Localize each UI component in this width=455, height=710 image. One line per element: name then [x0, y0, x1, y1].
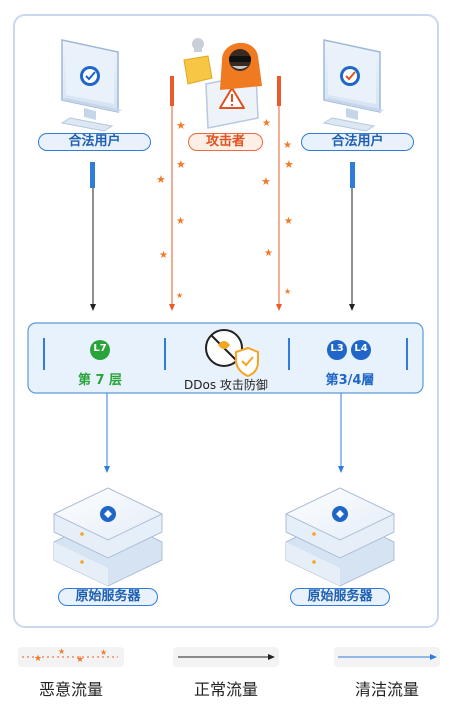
ddos-defense-label: DDos 攻击防御 [184, 378, 268, 392]
attacker-icon [183, 38, 262, 129]
legit-user-label: 合法用户 [38, 133, 151, 151]
malicious-particles: ★ ★ ★ ★ ★ ★ ★ ★ ★ ★ ★ ★ ★ [156, 118, 294, 300]
svg-text:★: ★ [284, 216, 293, 227]
svg-text:★: ★ [176, 158, 186, 171]
user-traffic-bar [90, 162, 95, 188]
server-icon [52, 487, 164, 587]
layer3-badge-text: L3 [330, 343, 344, 354]
layer7-label: 第 7 层 [77, 373, 123, 388]
attacker-label: 攻击者 [188, 133, 263, 151]
user-computer-icon [322, 39, 384, 132]
legend-clean-label: 清洁流量 [354, 680, 419, 699]
svg-text:★: ★ [58, 647, 65, 656]
user-traffic-bar [350, 162, 355, 188]
legend-clean-swatch [334, 647, 440, 667]
legend-malicious-swatch: ★ ★ ★ ★ [18, 647, 124, 667]
legit-user-label: 合法用户 [301, 133, 414, 151]
origin-server-label: 原始服务器 [290, 588, 390, 606]
legend-normal-label: 正常流量 [193, 680, 258, 699]
layer7-badge-icon [90, 340, 110, 360]
layer3-badge-icon [327, 340, 347, 360]
svg-text:★: ★ [284, 158, 294, 171]
layer4-badge-text: L4 [354, 343, 368, 354]
legend-malicious-label: 恶意流量 [38, 680, 103, 699]
svg-text:★: ★ [176, 216, 185, 227]
svg-text:★: ★ [283, 140, 292, 151]
legend-normal-swatch [173, 647, 279, 667]
ddos-shield-icon [205, 329, 259, 378]
svg-text:★: ★ [76, 655, 84, 665]
svg-text:★: ★ [284, 287, 291, 296]
server-icon [284, 487, 396, 587]
svg-text:★: ★ [100, 648, 107, 657]
svg-text:★: ★ [176, 291, 183, 300]
svg-text:★: ★ [261, 175, 271, 188]
layer34-label: 第3/4層 [325, 373, 375, 388]
layer7-badge-text: L7 [93, 343, 107, 354]
svg-text:★: ★ [264, 248, 273, 259]
user-computer-icon [60, 39, 122, 132]
origin-server-label: 原始服务器 [58, 588, 158, 606]
svg-text:★: ★ [156, 173, 166, 186]
svg-text:★: ★ [176, 119, 186, 132]
svg-text:★: ★ [262, 118, 271, 129]
attack-traffic-bar [170, 76, 174, 106]
svg-text:★: ★ [159, 250, 168, 261]
layer4-badge-icon [351, 340, 371, 360]
svg-text:★: ★ [34, 654, 42, 664]
attack-traffic-bar [277, 76, 281, 106]
